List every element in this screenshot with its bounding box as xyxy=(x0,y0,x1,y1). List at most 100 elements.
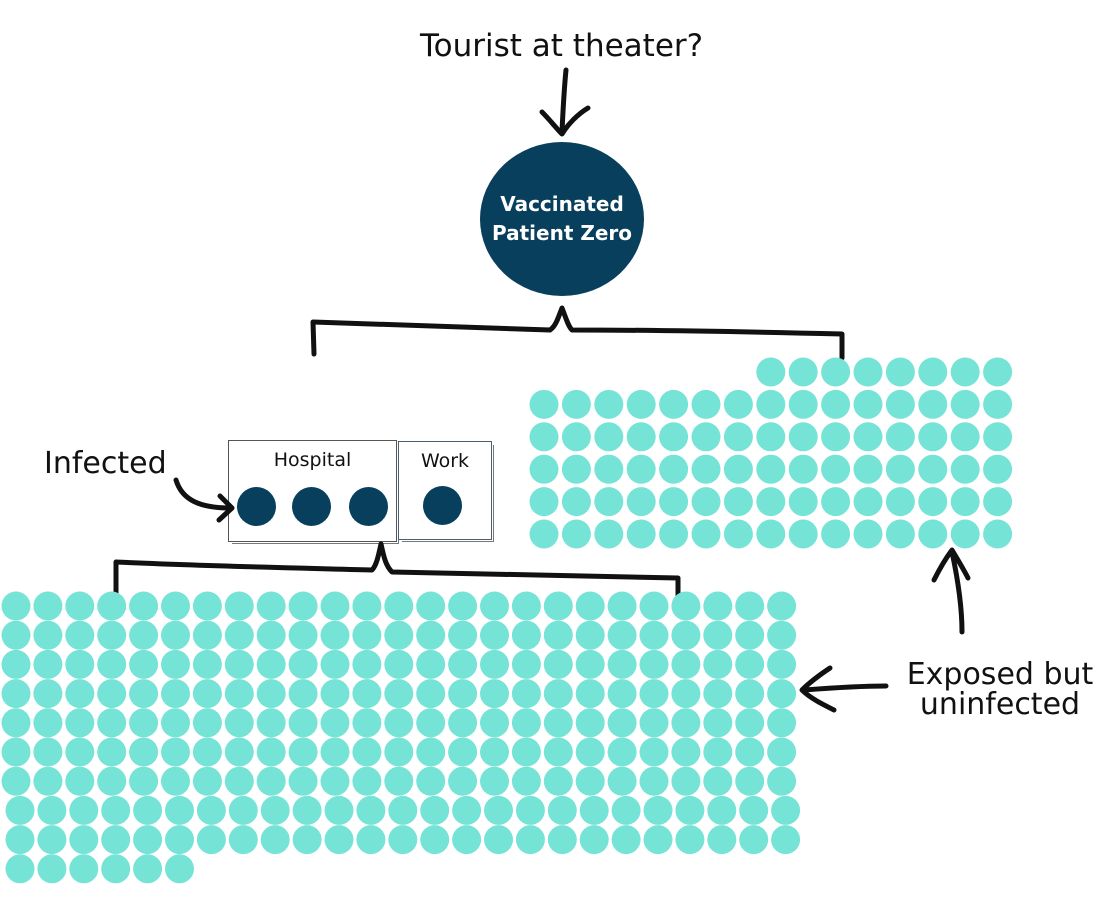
exposed-person-dot xyxy=(671,766,701,796)
exposed-person-dot xyxy=(1,591,31,621)
exposed-person-dot xyxy=(561,487,591,517)
exposed-person-dot xyxy=(129,649,159,679)
exposed-person-dot xyxy=(543,708,573,738)
exposed-person-dot xyxy=(69,854,99,884)
exposed-person-dot xyxy=(5,825,35,855)
exposed-person-dot xyxy=(416,620,446,650)
exposed-person-dot xyxy=(165,825,194,855)
exposed-person-dot xyxy=(691,454,721,484)
exposed-person-dot xyxy=(561,519,591,549)
exposed-person-dot xyxy=(101,854,131,884)
exposed-person-dot xyxy=(703,737,733,767)
exposed-person-dot xyxy=(607,679,637,709)
exposed-person-dot xyxy=(133,795,163,825)
exposed-person-dot xyxy=(543,591,573,621)
exposed-person-dot xyxy=(885,389,915,419)
exposed-person-dot xyxy=(723,487,753,517)
exposed-person-dot xyxy=(192,679,222,709)
exposed-person-dot xyxy=(547,795,577,825)
exposed-person-dot xyxy=(767,649,797,679)
exposed-person-dot xyxy=(529,389,559,419)
exposed-person-dot xyxy=(324,825,354,855)
exposed-person-dot xyxy=(352,737,382,767)
venue-hospital-box: Hospital xyxy=(228,440,397,542)
exposed-person-dot xyxy=(165,795,194,825)
exposed-person-dot xyxy=(480,591,509,621)
exposed-person-dot xyxy=(356,825,386,855)
exposed-person-dot xyxy=(691,422,721,452)
exposed-person-dot xyxy=(416,649,446,679)
exposed-person-dot xyxy=(529,454,559,484)
exposed-person-dot xyxy=(626,422,656,452)
exposed-person-dot xyxy=(33,766,63,796)
exposed-person-dot xyxy=(788,487,818,517)
exposed-person-dot xyxy=(288,708,318,738)
exposed-person-dot xyxy=(511,708,541,738)
exposed-person-dot xyxy=(448,620,478,650)
exposed-person-dot xyxy=(515,825,545,855)
exposed-person-dot xyxy=(161,679,190,709)
exposed-person-dot xyxy=(756,487,786,517)
exposed-person-dot xyxy=(196,795,226,825)
exposed-person-dot xyxy=(950,519,980,549)
exposed-person-dot xyxy=(853,487,883,517)
exposed-person-dot xyxy=(853,422,883,452)
exposed-person-dot xyxy=(196,825,226,855)
venue-bracket xyxy=(113,541,681,601)
exposed-person-dot xyxy=(1,620,31,650)
exposed-person-dot xyxy=(575,649,605,679)
exposed-arrow-left-head xyxy=(799,665,837,713)
exposed-person-dot xyxy=(161,708,190,738)
exposed-person-dot xyxy=(352,620,382,650)
exposed-person-dot xyxy=(594,422,624,452)
exposed-person-dot xyxy=(192,708,222,738)
exposed-person-dot xyxy=(511,737,541,767)
exposed-person-dot xyxy=(756,519,786,549)
exposed-person-dot xyxy=(703,620,733,650)
infected-arrow-head xyxy=(216,493,235,523)
exposed-person-dot xyxy=(983,422,1013,452)
exposed-person-dot xyxy=(161,591,190,621)
exposed-person-dot xyxy=(228,825,258,855)
exposed-person-dot xyxy=(452,825,482,855)
exposed-person-dot xyxy=(543,766,573,796)
exposed-person-dot xyxy=(161,649,190,679)
exposed-person-dot xyxy=(561,422,591,452)
exposed-person-dot xyxy=(626,487,656,517)
exposed-person-dot xyxy=(885,422,915,452)
exposed-person-dot xyxy=(739,795,769,825)
exposed-person-dot xyxy=(384,708,414,738)
exposed-person-dot xyxy=(821,389,851,419)
exposed-person-dot xyxy=(480,708,509,738)
exposed-person-dot xyxy=(703,679,733,709)
exposed-person-dot xyxy=(529,422,559,452)
exposed-person-dot xyxy=(735,679,765,709)
exposed-person-dot xyxy=(515,795,545,825)
exposed-person-dot xyxy=(1,649,31,679)
exposed-person-dot xyxy=(320,679,350,709)
exposed-person-dot xyxy=(607,737,637,767)
exposed-person-dot xyxy=(767,766,797,796)
venue-hospital-title: Hospital xyxy=(273,449,352,471)
exposed-person-dot xyxy=(129,766,159,796)
exposed-person-dot xyxy=(224,591,254,621)
exposed-person-dot xyxy=(480,766,509,796)
exposed-person-dot xyxy=(639,591,669,621)
exposed-person-dot xyxy=(821,357,851,387)
exposed-person-dot xyxy=(853,454,883,484)
exposed-person-dot xyxy=(543,649,573,679)
exposed-person-dot xyxy=(288,766,318,796)
exposed-person-dot xyxy=(691,389,721,419)
exposed-person-dot xyxy=(224,737,254,767)
source-arrow xyxy=(559,67,569,135)
exposed-person-dot xyxy=(735,649,765,679)
exposed-person-dot xyxy=(594,389,624,419)
exposed-person-dot xyxy=(224,708,254,738)
exposed-person-dot xyxy=(626,389,656,419)
exposed-person-dot xyxy=(950,487,980,517)
exposed-person-dot xyxy=(561,389,591,419)
exposed-person-dot xyxy=(161,737,190,767)
exposed-person-dot xyxy=(771,795,801,825)
exposed-person-dot xyxy=(547,825,577,855)
exposed-person-dot xyxy=(853,519,883,549)
